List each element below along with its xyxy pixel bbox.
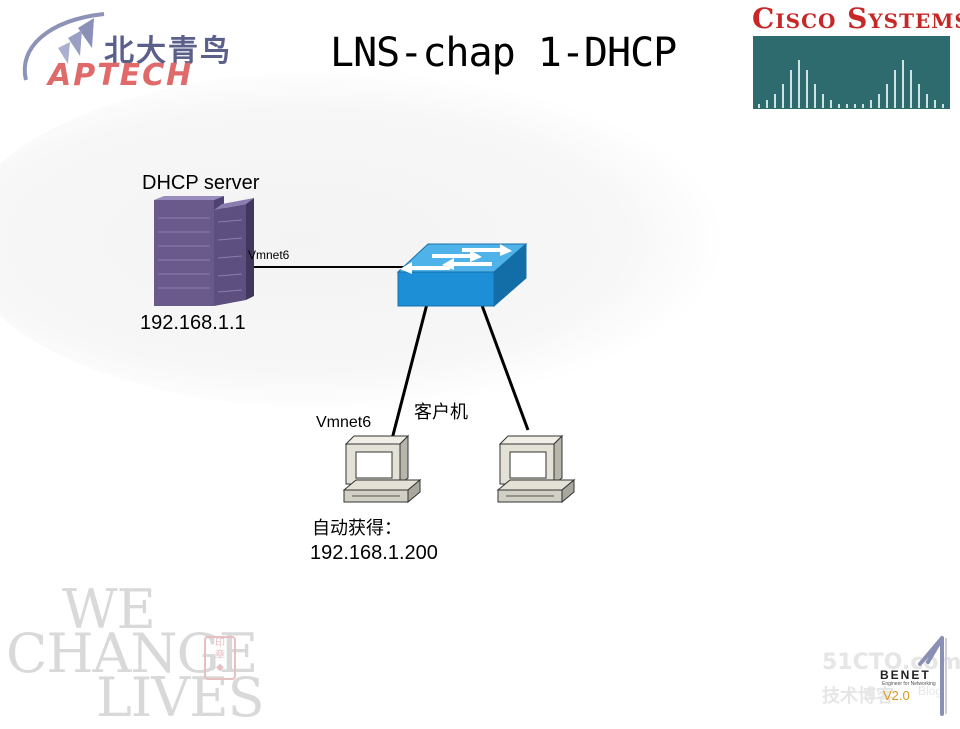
server-link-label: Vmnet6 bbox=[248, 248, 290, 262]
clients-label: 客户机 bbox=[414, 402, 468, 423]
client-left-ip-note: 自动获得： bbox=[312, 518, 402, 539]
aptech-logo: 北大青鸟 APTECH bbox=[0, 0, 290, 110]
cisco-wordmark: Cisco Systems bbox=[752, 2, 960, 35]
red-seal-stamp: 印章◆ bbox=[204, 636, 236, 680]
cisco-logo-box bbox=[753, 36, 950, 109]
switch-icon bbox=[396, 242, 528, 308]
aptech-english-name: APTECH bbox=[48, 58, 194, 93]
server-heading: DHCP server bbox=[142, 172, 260, 194]
watermark-line: WE bbox=[62, 578, 156, 641]
server-ip: 192.168.1.1 bbox=[140, 312, 246, 334]
cisco-bridge-icon bbox=[758, 60, 944, 108]
we-change-lives-watermark: WE CHANGE LIVES bbox=[6, 578, 265, 729]
link-switch-client-right bbox=[478, 299, 530, 431]
page-title: LNS-chap 1-DHCP bbox=[330, 30, 677, 76]
51cto-blog-watermark: Blog bbox=[918, 684, 943, 698]
aptech-chinese-name: 北大青鸟 bbox=[104, 34, 232, 69]
51cto-watermark: 51CTO.com bbox=[822, 650, 960, 675]
background-glow bbox=[0, 70, 720, 410]
benet-number-one-icon bbox=[918, 636, 947, 716]
watermark-line: CHANGE bbox=[6, 622, 258, 685]
benet-version: V2.0 bbox=[883, 688, 910, 703]
watermark-line: LIVES bbox=[96, 666, 265, 729]
server-icon bbox=[154, 196, 254, 306]
client-left-ip: 192.168.1.200 bbox=[310, 542, 438, 564]
client-pc-left-icon bbox=[342, 434, 422, 504]
51cto-chinese-watermark: 技术博客 bbox=[822, 686, 894, 707]
benet-tagline: Engineer for Networking bbox=[882, 681, 936, 687]
client-left-link-label: Vmnet6 bbox=[316, 414, 372, 431]
aptech-swirl-icon bbox=[22, 12, 105, 81]
client-pc-right-icon bbox=[496, 434, 576, 504]
benet-logo-name: BENET bbox=[880, 668, 931, 682]
